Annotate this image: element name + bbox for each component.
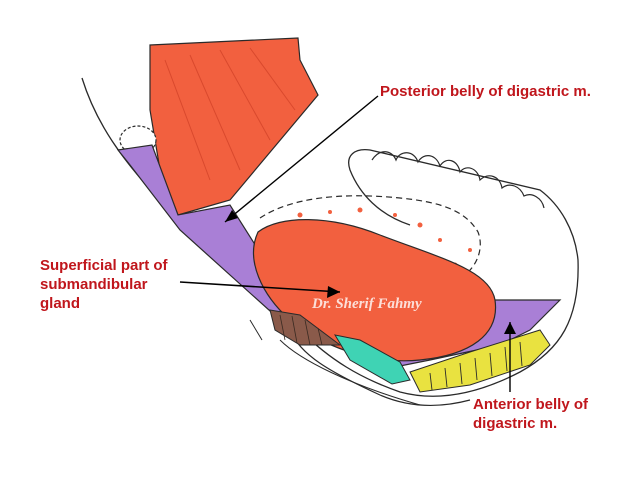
label-superficial-line3: gland (40, 295, 80, 312)
hyoid-hatching (429, 341, 523, 391)
pointer-superficial (179, 281, 341, 293)
upper-muscle-red (149, 37, 319, 216)
label-superficial-gland: Superficial part of submandibular gland (40, 256, 168, 313)
mylohyoid-hatched (269, 309, 342, 346)
teeth (371, 151, 545, 209)
intermediate-tendon (333, 334, 411, 385)
label-anterior-line2: digastric m. (473, 415, 558, 432)
muscle-hatching (164, 47, 296, 181)
gland-deep-outline (259, 195, 481, 279)
mandible-lower-border (289, 329, 471, 407)
mandible-inferior-rim (249, 319, 421, 406)
pointer-posterior (224, 95, 379, 223)
label-anterior-line1: Anterior belly of (473, 396, 589, 413)
label-posterior-belly: Posterior belly of digastric m. (380, 83, 591, 100)
label-superficial-line2: submandibular (40, 276, 148, 293)
watermark: Dr. Sherif Fahmy (312, 296, 422, 312)
label-superficial-line1: Superficial part of (40, 257, 168, 274)
submandibular-gland-superficial (253, 219, 497, 362)
brown-hatching (279, 314, 323, 346)
hyoid-yellow (409, 329, 551, 393)
label-anterior-belly: Anterior belly of digastric m. (473, 395, 588, 433)
